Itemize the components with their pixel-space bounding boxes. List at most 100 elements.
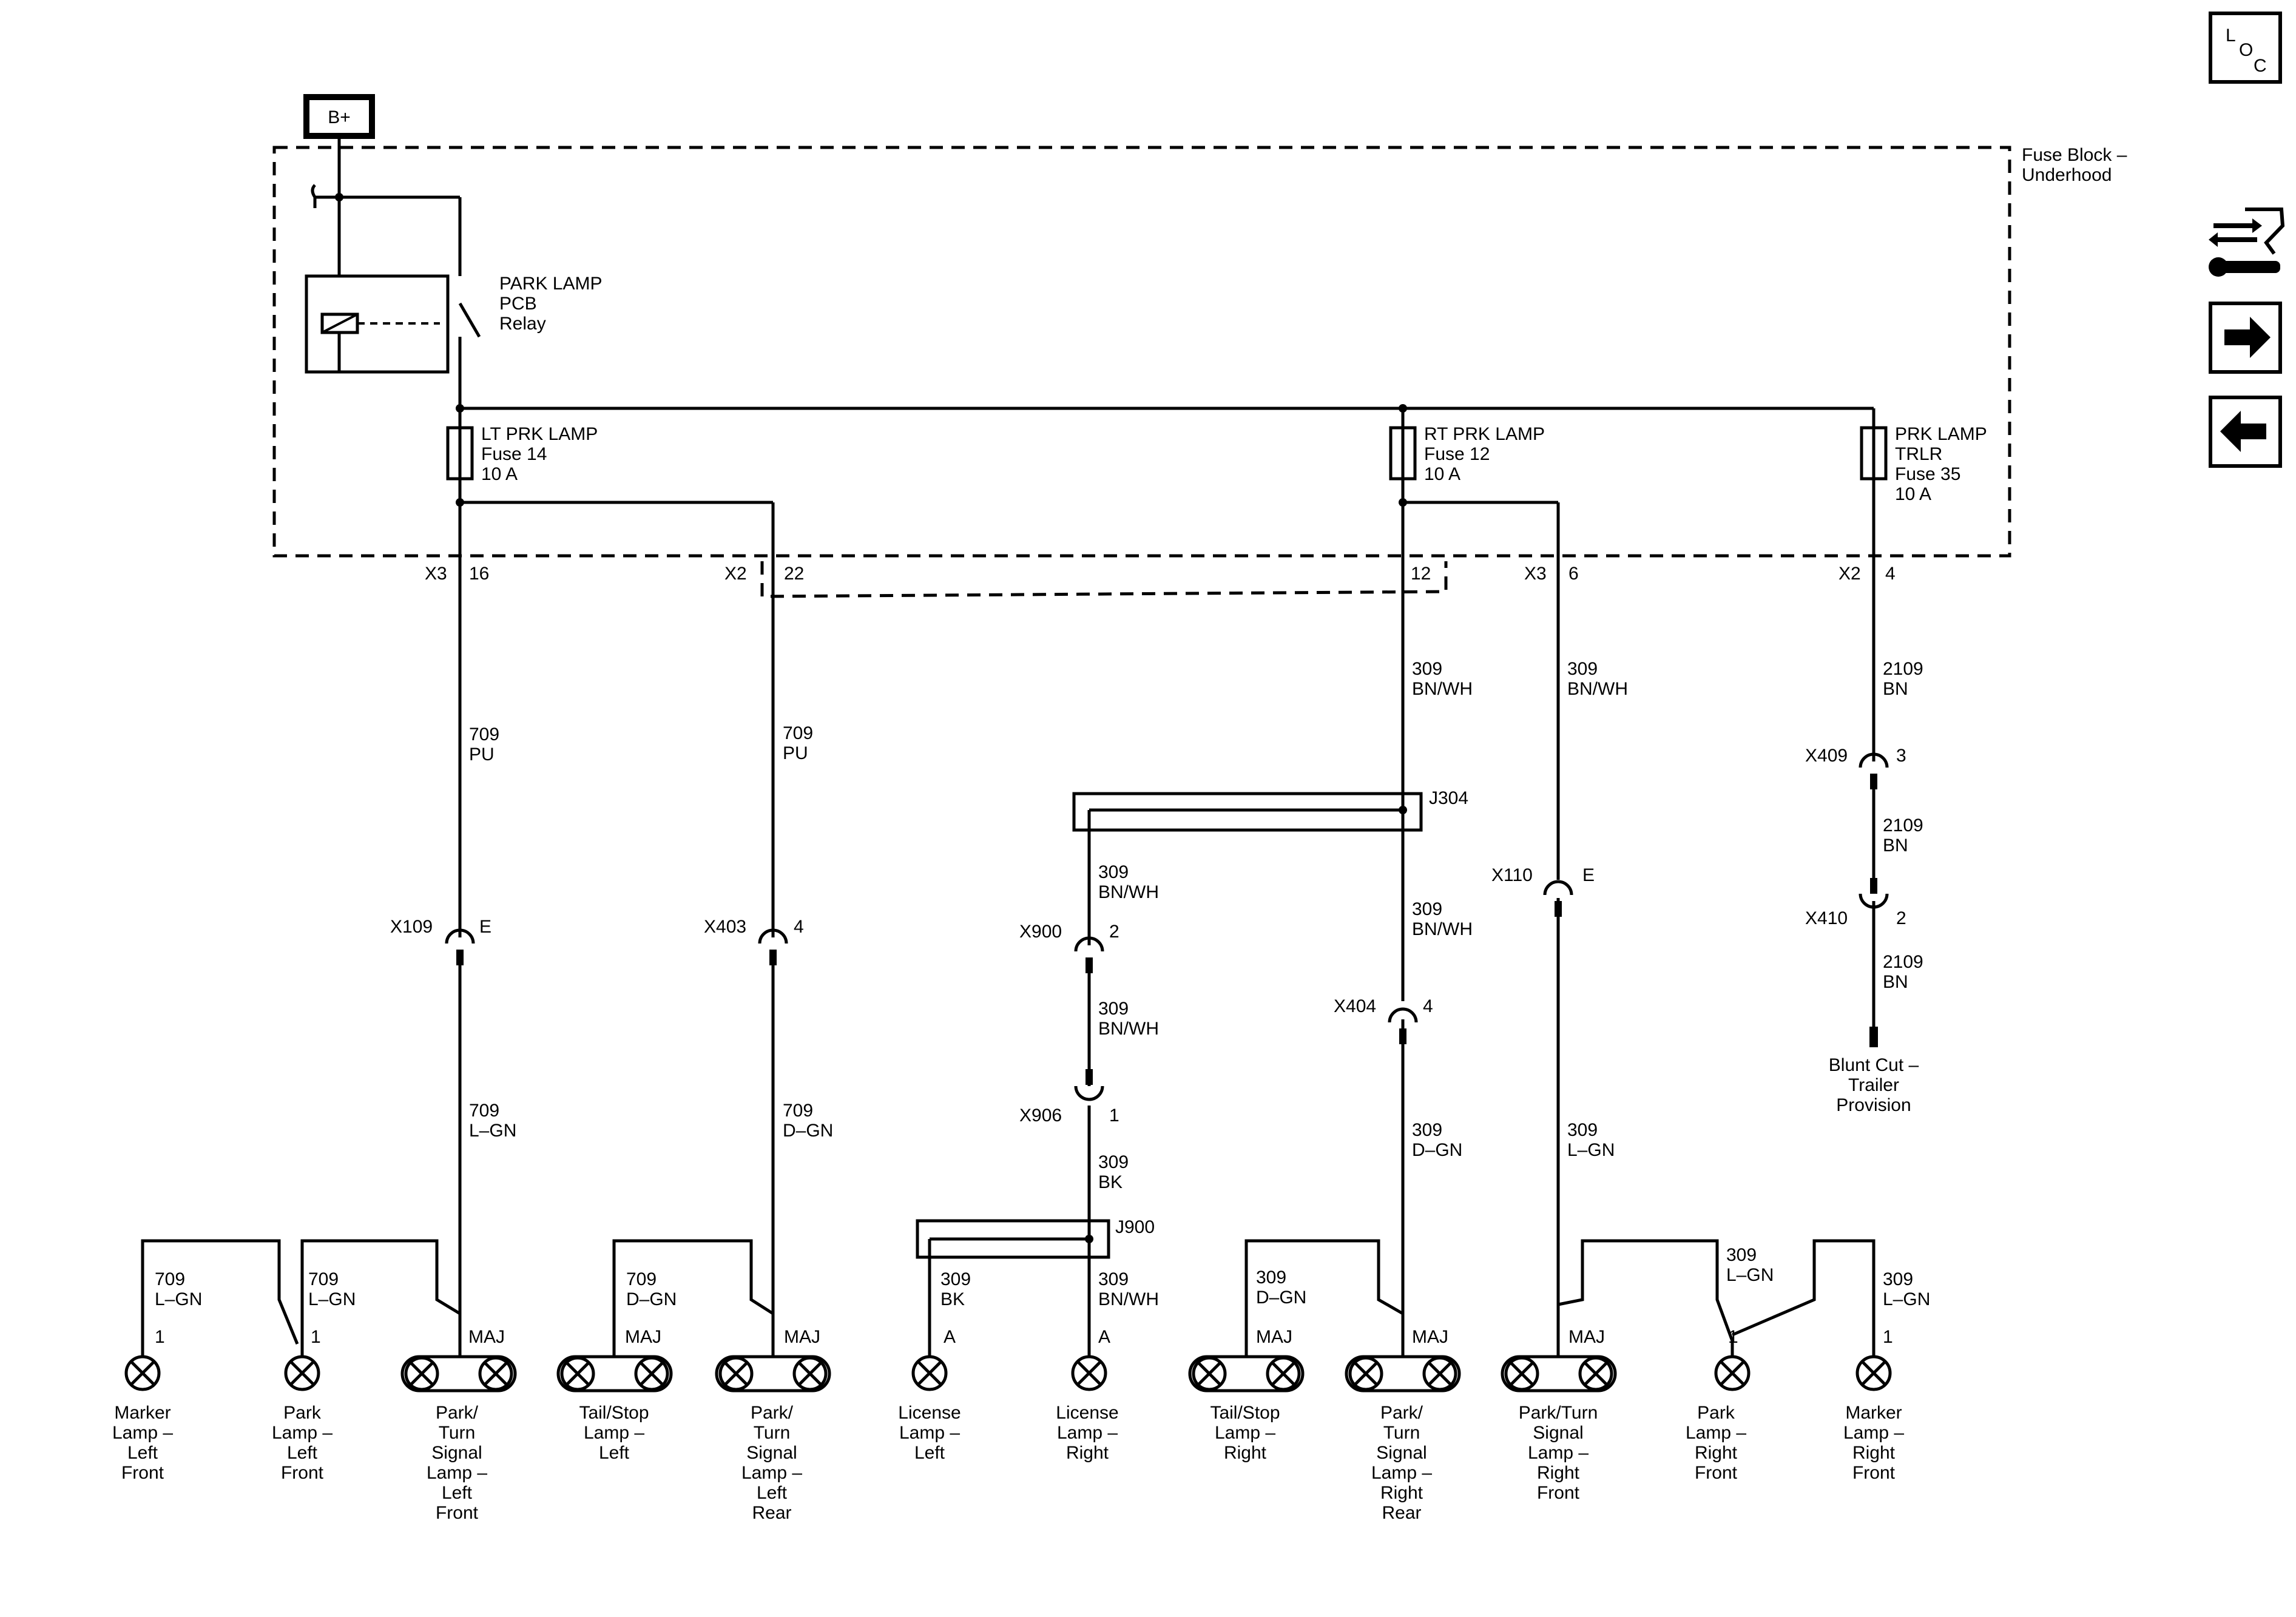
svg-text:Lamp –: Lamp – [1528, 1443, 1589, 1463]
svg-text:Right: Right [1695, 1443, 1738, 1463]
fuse-12-label-1: RT PRK LAMP [1424, 424, 1545, 444]
pin-x3-conn: X3 [425, 564, 447, 584]
svg-text:Rear: Rear [752, 1503, 791, 1523]
battery-power-label: B+ [328, 107, 351, 127]
branch-709-plf-color: L–GN [308, 1289, 356, 1309]
blunt-cut-label-2: Trailer [1848, 1075, 1899, 1095]
svg-text:Right: Right [1224, 1443, 1267, 1463]
svg-text:Turn: Turn [439, 1423, 476, 1443]
fuse-35: PRK LAMP TRLR Fuse 35 10 A [1860, 408, 1987, 504]
wire-709-dgn-num: 709 [783, 1101, 813, 1121]
relay-label-3: Relay [499, 314, 546, 334]
svg-text:Right: Right [1852, 1443, 1896, 1463]
wire-309-lic-a-color: BN/WH [1098, 882, 1159, 902]
wire-2109-color: BN [1883, 679, 1908, 699]
pin-x3-6: 6 [1568, 564, 1579, 584]
connector-x110: X110 [1491, 865, 1533, 885]
wire-309-num: 309 [1412, 659, 1442, 679]
lamp-name-turn-lf: Park/ Turn Signal Lamp – Left Front [427, 1403, 487, 1523]
svg-text:Park: Park [1697, 1403, 1735, 1423]
svg-text:Signal: Signal [431, 1443, 482, 1463]
lamp-park-turn-left-front: MAJ [400, 1314, 517, 1393]
pin-marker-rf: 1 [1883, 1327, 1893, 1347]
fuse-14-label-3: 10 A [481, 464, 518, 484]
blunt-cut-label-1: Blunt Cut – [1829, 1055, 1919, 1075]
svg-text:Signal: Signal [1376, 1443, 1427, 1463]
lamp-park-left-front: 1 [284, 1327, 321, 1391]
lamp-name-turn-lr: Park/ Turn Signal Lamp – Left Rear [741, 1403, 802, 1523]
svg-text:Lamp –: Lamp – [272, 1423, 333, 1443]
svg-text:Lamp –: Lamp – [899, 1423, 960, 1443]
lamp-name-turn-rr: Park/ Turn Signal Lamp – Right Rear [1371, 1403, 1432, 1523]
svg-text:Tail/Stop: Tail/Stop [579, 1403, 649, 1423]
connector-x906-pin: 1 [1109, 1106, 1119, 1126]
branch-309-tr-num: 309 [1256, 1268, 1286, 1288]
svg-text:Left: Left [757, 1483, 788, 1503]
branch-709-tl-num: 709 [626, 1269, 657, 1289]
branch-309-lic-r-color: BN/WH [1098, 1289, 1159, 1309]
svg-text:Left: Left [442, 1483, 473, 1503]
pin-marker-lf: 1 [155, 1327, 165, 1347]
svg-text:Left: Left [914, 1443, 945, 1463]
wire-2109c-num: 2109 [1883, 952, 1923, 972]
lamp-name-turn-rf: Park/Turn Signal Lamp – Right Front [1519, 1403, 1598, 1503]
wire-309c-color: BN/WH [1567, 679, 1628, 699]
svg-text:Tail/Stop: Tail/Stop [1210, 1403, 1280, 1423]
lamp-license-right: A [1071, 1327, 1110, 1391]
circuit-trailer: 2109 BN X409 3 2109 BN X410 2 2109 BN Bl… [1805, 479, 1923, 1115]
branch-709-lf-color: L–GN [155, 1289, 202, 1309]
lamp-name-park-lf: Park Lamp – Left Front [272, 1403, 333, 1483]
svg-text:License: License [898, 1403, 961, 1423]
component-wiring-icon[interactable] [2209, 208, 2285, 277]
relay-label-1: PARK LAMP [499, 274, 603, 294]
svg-text:Signal: Signal [746, 1443, 797, 1463]
wire-309-lic-a-num: 309 [1098, 862, 1129, 882]
branch-309-prf-color: L–GN [1726, 1265, 1774, 1285]
svg-text:Front: Front [1537, 1483, 1580, 1503]
connector-x409-pin: 3 [1896, 746, 1906, 766]
pin-turn-lr: MAJ [784, 1327, 820, 1347]
next-arrow-icon[interactable] [2209, 302, 2282, 374]
svg-text:Lamp –: Lamp – [1057, 1423, 1118, 1443]
circuit-left-rear: 709 PU X403 4 709 D–GN [704, 502, 833, 1314]
wire-309-dgn-num: 309 [1412, 1120, 1442, 1140]
previous-arrow-icon[interactable] [2209, 396, 2282, 468]
lamp-branch-wiring: 709 L–GN 709 L–GN 709 D–GN 309 BK 309 BN… [141, 1239, 1930, 1352]
lamp-name-tail-r: Tail/Stop Lamp – Right [1210, 1403, 1280, 1463]
circuit-309-right-front: 309 BN/WH X110 E 309 L–GN [1491, 502, 1628, 1305]
loc-icon[interactable]: L O C [2209, 12, 2282, 84]
lamp-name-marker-rf: Marker Lamp – Right Front [1843, 1403, 1904, 1483]
pin-x3-16: 16 [469, 564, 489, 584]
svg-text:Signal: Signal [1533, 1423, 1583, 1443]
relay-label-2: PCB [499, 294, 537, 314]
splice-j304-label: J304 [1429, 788, 1468, 808]
blunt-cut-label-3: Provision [1836, 1095, 1911, 1115]
pin-park-lf: 1 [311, 1327, 321, 1347]
wire-309-bk-num: 309 [1098, 1152, 1129, 1172]
pin-lic-l: A [944, 1327, 956, 1347]
svg-text:Front: Front [281, 1463, 324, 1483]
wire-309-lic-b-num: 309 [1098, 999, 1129, 1019]
connector-x900-pin: 2 [1109, 922, 1119, 942]
wire-2109c-color: BN [1883, 972, 1908, 992]
splice-j304 [1072, 792, 1423, 832]
fuse-35-label-2: TRLR [1895, 444, 1942, 464]
branch-309-lic-l-num: 309 [940, 1269, 971, 1289]
svg-text:License: License [1056, 1403, 1118, 1423]
pin-turn-rr: MAJ [1412, 1327, 1448, 1347]
wire-309-lgn-num: 309 [1567, 1120, 1598, 1140]
connector-x410-pin: 2 [1896, 908, 1906, 928]
fuse-12-label-3: 10 A [1424, 464, 1460, 484]
wire-709-num: 709 [469, 724, 499, 744]
wire-309b-num: 309 [1412, 899, 1442, 919]
connector-x906: X906 [1019, 1106, 1062, 1126]
pin-x3b-conn: X3 [1524, 564, 1547, 584]
wire-2109b-color: BN [1883, 836, 1908, 856]
svg-text:Lamp –: Lamp – [1215, 1423, 1275, 1443]
svg-text:Marker: Marker [1845, 1403, 1902, 1423]
lamp-name-marker-lf: Marker Lamp – Left Front [112, 1403, 173, 1483]
connector-x110-pin: E [1582, 865, 1595, 885]
fuse-block-title-1: Fuse Block – [2022, 145, 2127, 165]
